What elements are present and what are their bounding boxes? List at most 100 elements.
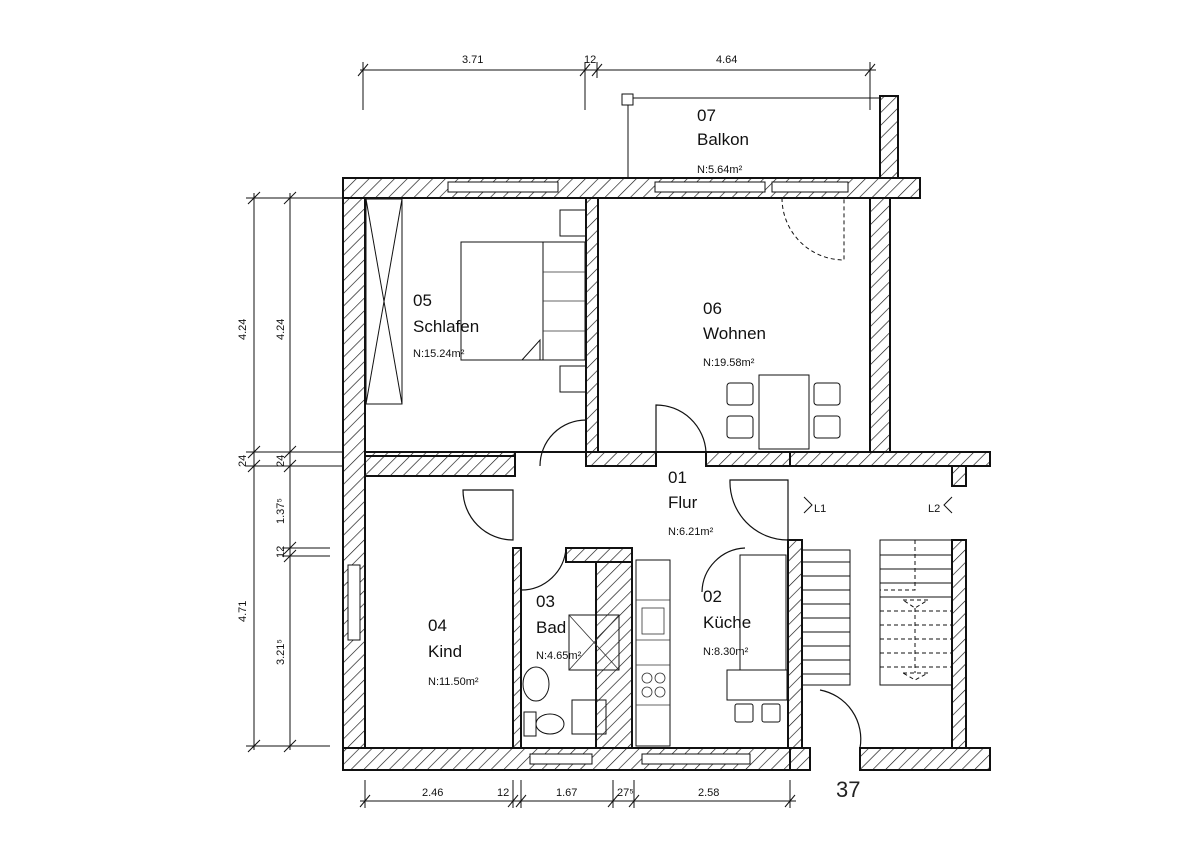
washing-machine [571, 699, 607, 735]
door-bad [520, 547, 567, 591]
chair [813, 382, 841, 406]
wall-left [342, 177, 366, 771]
room-number-03: 03 [536, 592, 555, 611]
chair [726, 415, 754, 439]
stove-burner [654, 672, 666, 684]
door-kueche [701, 547, 746, 593]
chair [734, 703, 754, 723]
dim-left-inner-1: 24 [275, 455, 287, 467]
walls [342, 95, 991, 771]
doors [462, 197, 862, 749]
sink [641, 607, 665, 635]
room-number-05: 05 [413, 291, 432, 310]
window [529, 753, 593, 765]
room-number-07: 07 [697, 106, 716, 125]
chair [813, 415, 841, 439]
room-name-06: Wohnen [703, 324, 766, 343]
door-entry [819, 689, 862, 749]
breakfast-bar [726, 669, 788, 701]
dining-table [758, 374, 810, 450]
room-area-07: N:5.64m² [697, 164, 743, 176]
wall-schlafen-kind [364, 455, 516, 477]
door-stair [729, 479, 789, 541]
room-name-01: Flur [668, 493, 698, 512]
dim-bottom-2: 1.67 [556, 787, 577, 799]
windows [347, 181, 849, 765]
wall-stair-bottom [859, 747, 991, 771]
toilet [535, 713, 565, 735]
room-number-01: 01 [668, 468, 687, 487]
room-name-03: Bad [536, 618, 566, 637]
room-name-02: Küche [703, 613, 751, 632]
nightstand [559, 209, 587, 237]
kitchen-counter [635, 559, 671, 747]
room-area-02: N:8.30m² [703, 646, 749, 658]
wall-stair-right-bot [951, 539, 967, 749]
dim-top-1: 12 [584, 54, 596, 66]
dim-top-2: 4.64 [716, 54, 737, 66]
dim-top-0: 3.71 [462, 54, 483, 66]
wall-bad-top [565, 547, 633, 563]
door-kind [462, 489, 514, 541]
door-balcony [781, 197, 845, 261]
dim-left-inner-3: 12 [275, 546, 287, 558]
wall-bad-kueche [595, 547, 633, 749]
room-number-04: 04 [428, 616, 447, 635]
door-schlafen [539, 419, 587, 467]
unit-number: 37 [836, 777, 860, 802]
room-number-06: 06 [703, 299, 722, 318]
dim-left-inner-2: 1.37⁵ [275, 498, 287, 524]
dim-left-inner-0: 4.24 [275, 319, 287, 340]
balcony-post [621, 93, 634, 106]
room-name-07: Balkon [697, 130, 749, 149]
washbasin [522, 666, 550, 702]
stove-burner [641, 672, 653, 684]
window [771, 181, 849, 193]
door-wohnen [655, 404, 707, 453]
room-area-05: N:15.24m² [413, 348, 465, 360]
window [347, 564, 361, 641]
dim-left-outer-1: 24 [237, 455, 249, 467]
room-labels: 07 Balkon N:5.64m² 05 Schlafen N:15.24m²… [413, 106, 766, 688]
staircase: L1 L2 [801, 496, 953, 686]
toilet-tank [523, 711, 537, 737]
room-area-03: N:4.65m² [536, 650, 582, 662]
window [641, 753, 751, 765]
wall-schlafen-wohnen [585, 197, 599, 453]
wall-balcony-side [879, 95, 899, 179]
room-name-04: Kind [428, 642, 462, 661]
dim-bottom-0: 2.46 [422, 787, 443, 799]
window [654, 181, 766, 193]
dim-left-outer-0: 4.24 [237, 319, 249, 340]
chair [726, 382, 754, 406]
stair-label-l1: L1 [814, 503, 826, 515]
room-area-01: N:6.21m² [668, 526, 714, 538]
nightstand [559, 365, 587, 393]
dimension-lines: 3.71 12 4.64 2.46 12 1.67 27⁵ 2.58 [237, 54, 876, 808]
wall-stair-top [789, 451, 991, 467]
window [447, 181, 559, 193]
shower [568, 614, 620, 671]
room-area-04: N:11.50m² [428, 676, 479, 688]
dim-left-outer-2: 4.71 [237, 601, 249, 622]
wall-kind-bad [512, 547, 522, 749]
dim-left-inner-4: 3.21⁵ [275, 639, 287, 665]
wall-kueche-right [787, 539, 803, 749]
room-number-02: 02 [703, 587, 722, 606]
wall-stair-right-top [951, 465, 967, 487]
stove-burner [654, 686, 666, 698]
room-name-05: Schlafen [413, 317, 479, 336]
wall-right-living [869, 197, 891, 453]
wardrobe [365, 198, 403, 405]
stove-burner [641, 686, 653, 698]
dim-bottom-1: 12 [497, 787, 509, 799]
chair [761, 703, 781, 723]
stair-label-l2: L2 [928, 503, 940, 515]
dim-bottom-3: 27⁵ [617, 787, 634, 799]
wall-hall-top-mid [585, 451, 657, 467]
dim-bottom-4: 2.58 [698, 787, 719, 799]
furniture [365, 93, 880, 747]
room-area-06: N:19.58m² [703, 357, 755, 369]
wall-stair-door-jamb [789, 747, 811, 771]
